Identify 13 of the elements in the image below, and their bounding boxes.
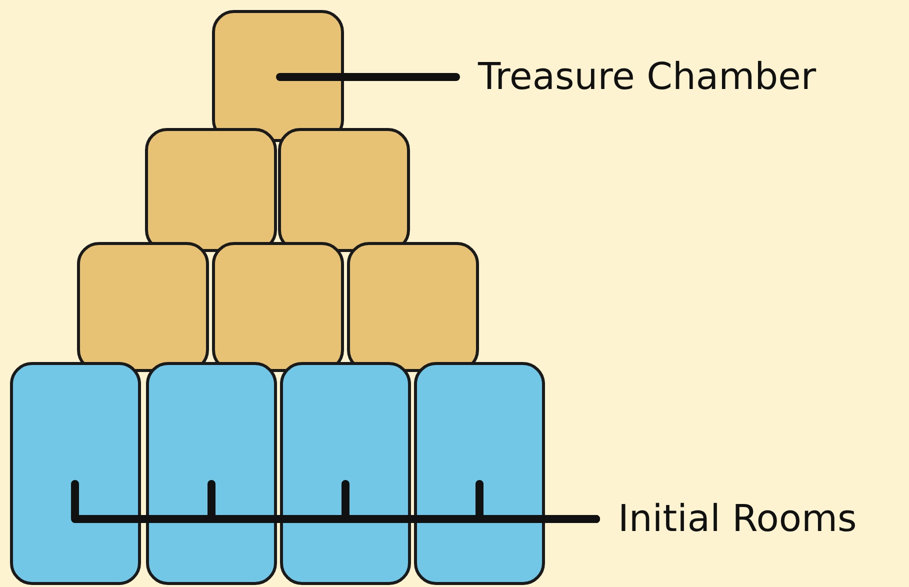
room-box (347, 242, 479, 372)
room-box (212, 242, 344, 372)
room-box (145, 128, 277, 252)
room-box (10, 362, 141, 585)
room-box (278, 128, 410, 252)
callout-label: Treasure Chamber (478, 55, 816, 99)
room-box (77, 242, 209, 372)
room-box (146, 362, 277, 585)
callout-label: Initial Rooms (618, 497, 857, 541)
leader-line (476, 480, 600, 523)
room-box (414, 362, 545, 585)
room-box (280, 362, 411, 585)
leader-line (276, 73, 460, 81)
